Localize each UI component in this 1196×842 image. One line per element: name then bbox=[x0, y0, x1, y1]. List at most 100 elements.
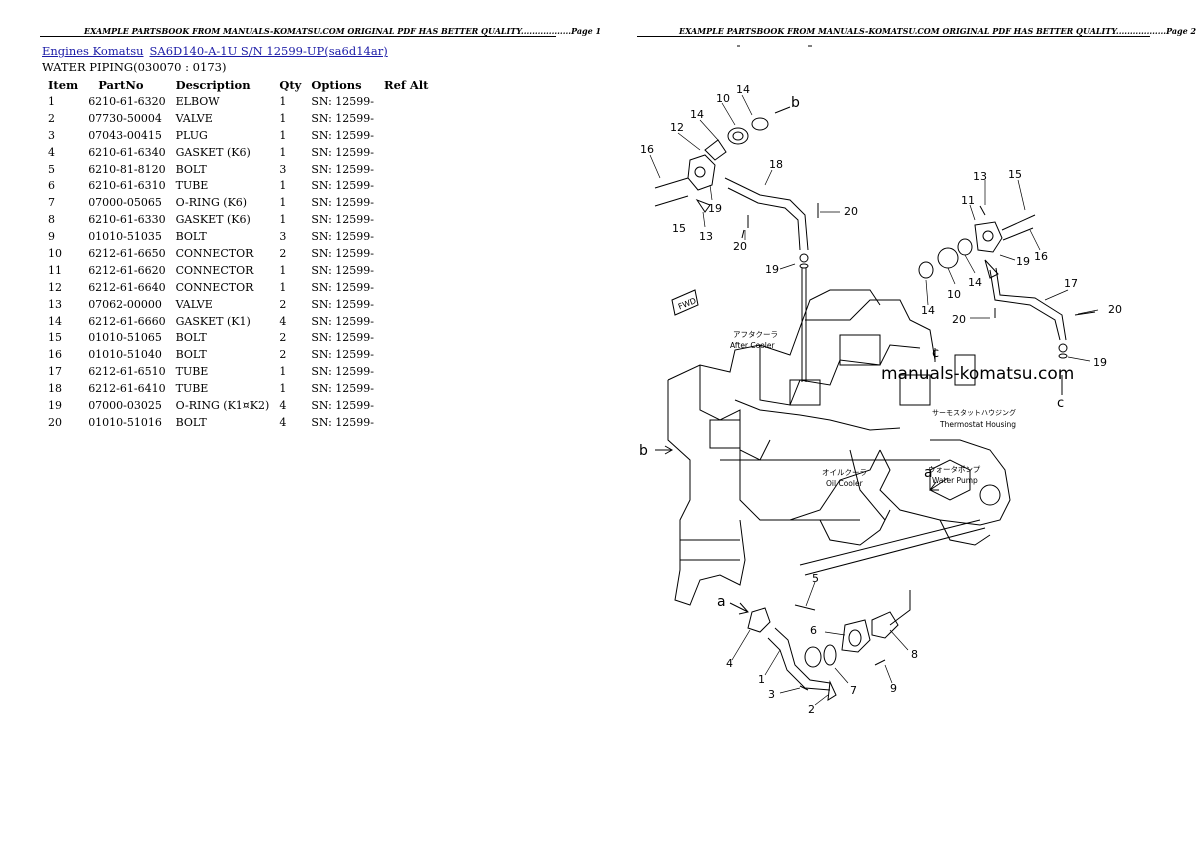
callout-6: 6 bbox=[810, 624, 817, 637]
cell-qty: 2 bbox=[279, 246, 287, 260]
breadcrumb-link-model[interactable]: SA6D140-A-1U S/N 12599-UP(sa6d14ar) bbox=[149, 44, 388, 58]
cell-partno: 07000-03025 bbox=[88, 398, 162, 412]
callout-3: 3 bbox=[768, 688, 775, 701]
cell-item: 19 bbox=[48, 398, 62, 412]
cell-item: 6 bbox=[48, 179, 55, 193]
assembly-right bbox=[918, 205, 1096, 359]
cell-description: BOLT bbox=[175, 415, 207, 429]
callout-19r2: 19 bbox=[1093, 356, 1107, 369]
callout-14: 14 bbox=[690, 108, 704, 121]
header-rule-left bbox=[40, 36, 556, 37]
cell-options: SN: 12599- bbox=[311, 94, 375, 108]
callout-2: 2 bbox=[808, 703, 815, 716]
callout-b-top: b bbox=[791, 95, 800, 111]
page-header-right: EXAMPLE PARTSBOOK FROM MANUALS-KOMATSU.C… bbox=[679, 26, 1196, 36]
cell-options: SN: 12599- bbox=[311, 314, 375, 328]
cell-description: ELBOW bbox=[175, 94, 220, 108]
after-cooler-jp-label: アフタクーラ bbox=[733, 330, 778, 339]
col-qty: Qty bbox=[279, 77, 302, 92]
cell-options: SN: 12599- bbox=[311, 162, 375, 176]
cell-partno: 6212-61-6660 bbox=[88, 314, 166, 328]
callout-18: 18 bbox=[769, 158, 783, 171]
component-labels: アフタクーラ After Cooler サーモスタットハウジング Thermos… bbox=[730, 330, 1016, 488]
callout-1: 1 bbox=[758, 673, 765, 686]
thermostat-jp-label: サーモスタットハウジング bbox=[932, 408, 1016, 417]
callout-14r: 14 bbox=[968, 276, 982, 289]
cell-partno: 6210-61-6310 bbox=[88, 179, 166, 193]
cell-qty: 1 bbox=[279, 196, 287, 210]
cell-qty: 4 bbox=[279, 415, 287, 429]
cell-qty: 2 bbox=[279, 331, 287, 345]
cell-options: SN: 12599- bbox=[311, 297, 375, 311]
col-description: Description bbox=[175, 77, 251, 92]
cell-qty: 4 bbox=[279, 398, 287, 412]
cell-options: SN: 12599- bbox=[311, 196, 375, 210]
callout-14r2: 14 bbox=[921, 304, 935, 317]
cell-options: SN: 12599- bbox=[311, 331, 375, 345]
callout-15r: 15 bbox=[1008, 168, 1022, 181]
cell-refalt bbox=[378, 363, 432, 380]
cell-description: BOLT bbox=[175, 230, 207, 244]
cell-qty: 1 bbox=[279, 365, 287, 379]
cell-item: 9 bbox=[48, 230, 55, 244]
assembly-lower bbox=[747, 604, 899, 701]
cell-refalt bbox=[378, 177, 432, 194]
callout-16r: 16 bbox=[1034, 250, 1048, 263]
cell-partno: 01010-51035 bbox=[88, 230, 162, 244]
cell-partno: 07000-05065 bbox=[88, 196, 162, 210]
callout-c-right: c bbox=[1057, 396, 1064, 411]
cell-refalt bbox=[378, 279, 432, 296]
cell-qty: 1 bbox=[279, 145, 287, 159]
cell-partno: 07043-00415 bbox=[88, 128, 162, 142]
callout-11: 11 bbox=[961, 194, 975, 207]
cell-refalt bbox=[378, 161, 432, 178]
cell-description: GASKET (K1) bbox=[175, 314, 251, 328]
cell-item: 11 bbox=[48, 263, 62, 277]
cell-description: BOLT bbox=[175, 348, 207, 362]
cell-partno: 6210-61-6340 bbox=[88, 145, 166, 159]
cell-item: 15 bbox=[48, 331, 62, 345]
cell-options: SN: 12599- bbox=[311, 280, 375, 294]
col-partno: PartNo bbox=[98, 77, 144, 92]
cell-item: 17 bbox=[48, 365, 62, 379]
breadcrumb-link-engines[interactable]: Engines Komatsu bbox=[42, 44, 144, 58]
cell-refalt bbox=[378, 380, 432, 397]
page-header-left: EXAMPLE PARTSBOOK FROM MANUALS-KOMATSU.C… bbox=[84, 26, 602, 36]
cell-qty: 1 bbox=[279, 94, 287, 108]
after-cooler-label: After Cooler bbox=[730, 341, 776, 350]
cell-options: SN: 12599- bbox=[311, 128, 375, 142]
parts-diagram: FWD アフタクーラ After Cooler サーモスタットハウジング The… bbox=[639, 45, 1122, 716]
cell-description: CONNECTOR bbox=[175, 246, 254, 260]
callout-19b: 19 bbox=[765, 263, 779, 276]
callout-4: 4 bbox=[726, 657, 733, 670]
col-item: Item bbox=[48, 77, 79, 92]
cell-description: TUBE bbox=[175, 179, 209, 193]
cell-refalt bbox=[378, 110, 432, 127]
cell-options: SN: 12599- bbox=[311, 382, 375, 396]
assembly-left bbox=[654, 106, 819, 382]
cell-partno: 6210-81-8120 bbox=[88, 162, 166, 176]
cell-options: SN: 12599- bbox=[311, 213, 375, 227]
cell-description: CONNECTOR bbox=[175, 280, 254, 294]
callout-10: 10 bbox=[716, 92, 730, 105]
cell-description: CONNECTOR bbox=[175, 263, 254, 277]
callout-a-mid: a bbox=[924, 465, 933, 481]
callouts: 16 12 14 10 14 b 18 20 19 15 13 20 19 13… bbox=[639, 83, 1122, 716]
cell-refalt bbox=[378, 397, 432, 414]
cell-qty: 1 bbox=[279, 382, 287, 396]
cell-item: 18 bbox=[48, 382, 62, 396]
cell-description: BOLT bbox=[175, 162, 207, 176]
callout-19a: 19 bbox=[708, 202, 722, 215]
col-options: Options bbox=[311, 77, 362, 92]
cell-partno: 6212-61-6510 bbox=[88, 365, 166, 379]
callout-14b: 14 bbox=[736, 83, 750, 96]
